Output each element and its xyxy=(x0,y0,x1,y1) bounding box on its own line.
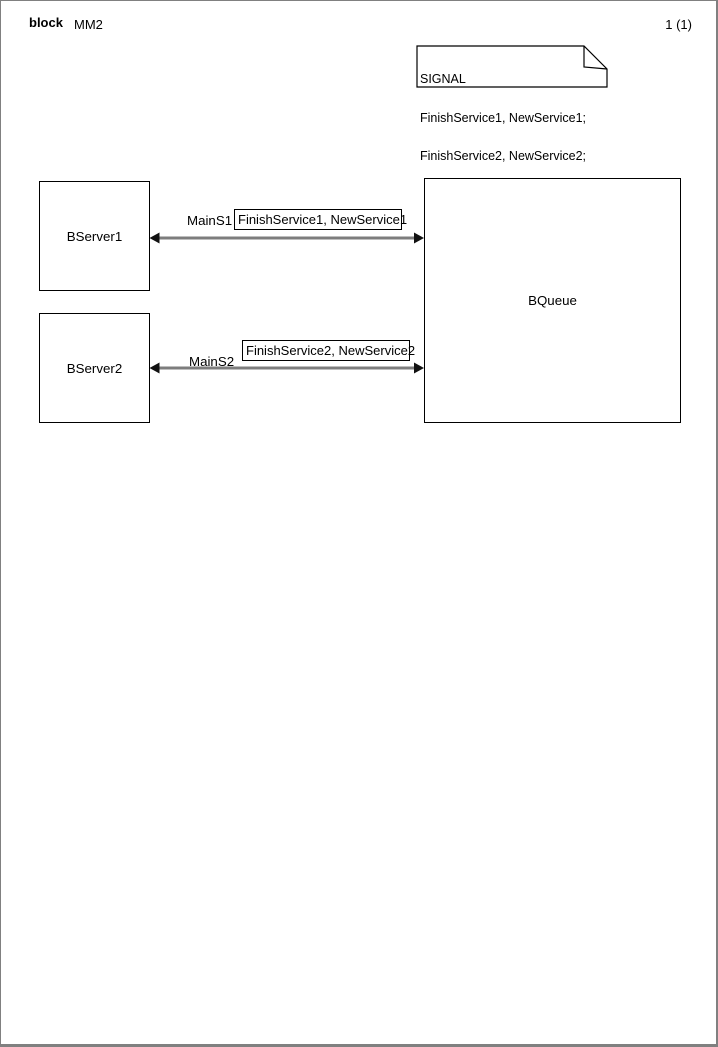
channel-mains1-line xyxy=(149,232,424,244)
block-label: BServer2 xyxy=(66,360,123,376)
signal-list-mains1[interactable]: FinishService1, NewService1 xyxy=(234,209,407,230)
signal-note-line: FinishService1, NewService1; xyxy=(420,110,587,125)
channel-name-mains1[interactable]: MainS1 xyxy=(187,213,233,228)
signal-note-keyword: SIGNAL xyxy=(420,71,466,86)
block-bserver2[interactable]: BServer2 xyxy=(39,313,150,423)
page-number: 1 (1) xyxy=(665,17,692,32)
diagram-name[interactable]: MM2 xyxy=(74,17,103,32)
signal-list-text: FinishService2, NewService2 xyxy=(246,343,416,358)
block-bqueue[interactable]: BQueue xyxy=(424,178,681,423)
channel-name-mains2[interactable]: MainS2 xyxy=(189,354,235,369)
diagram-kind-label: block xyxy=(29,15,63,30)
block-label: BServer1 xyxy=(66,228,123,244)
signal-list-text: FinishService1, NewService1 xyxy=(238,212,408,227)
block-bserver1[interactable]: BServer1 xyxy=(39,181,150,291)
block-label: BQueue xyxy=(528,293,577,308)
signal-list-mains2[interactable]: FinishService2, NewService2 xyxy=(242,340,415,361)
signal-note-line: FinishService2, NewService2; xyxy=(420,149,587,164)
signal-declaration-note[interactable]: SIGNAL FinishService1, NewService1; Fini… xyxy=(420,47,586,189)
